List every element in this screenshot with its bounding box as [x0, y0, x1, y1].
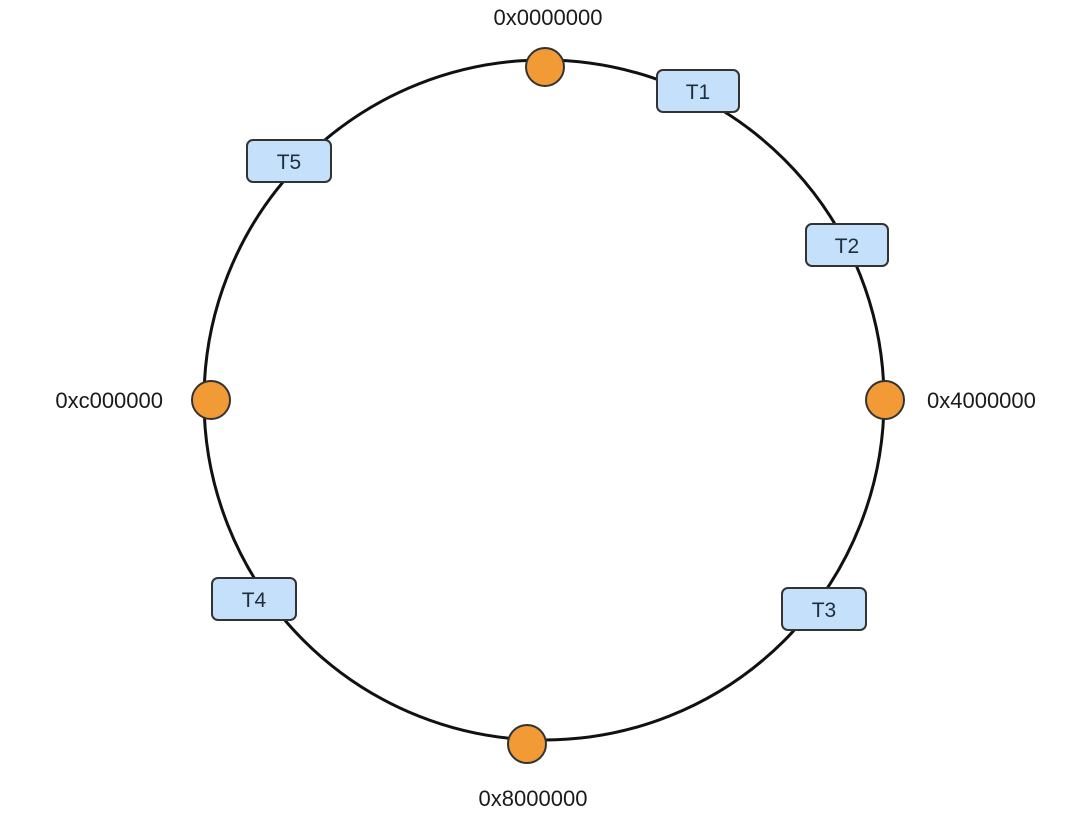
hash-point-right: 0x4000000 — [865, 380, 1036, 420]
task-label-t1: T1 — [686, 81, 711, 104]
task-box-t1 — [656, 69, 740, 113]
hash-label-top: 0x0000000 — [494, 5, 603, 30]
task-box-t2 — [805, 223, 889, 267]
hash-node-right — [865, 380, 905, 420]
hash-label-left: 0xc000000 — [55, 388, 163, 413]
hash-node-bottom — [507, 724, 547, 764]
task-box-t3 — [781, 587, 867, 631]
hash-node-top — [525, 47, 565, 87]
task-label-t3: T3 — [812, 599, 837, 622]
hash-label-bottom: 0x8000000 — [479, 786, 588, 811]
task-label-t2: T2 — [835, 235, 860, 258]
hash-point-bottom: 0x8000000 — [479, 724, 588, 811]
task-t5: T5 — [246, 139, 332, 183]
task-label-t5: T5 — [277, 151, 302, 174]
task-t1: T1 — [656, 69, 740, 113]
task-t4: T4 — [211, 577, 297, 621]
hash-point-top: 0x0000000 — [494, 5, 603, 87]
task-box-t4 — [211, 577, 297, 621]
task-box-t5 — [246, 139, 332, 183]
hash-point-left: 0xc000000 — [55, 380, 231, 420]
task-label-t4: T4 — [242, 589, 267, 612]
task-t3: T3 — [781, 587, 867, 631]
hash-label-right: 0x4000000 — [927, 388, 1036, 413]
hash-node-left — [191, 380, 231, 420]
task-t2: T2 — [805, 223, 889, 267]
